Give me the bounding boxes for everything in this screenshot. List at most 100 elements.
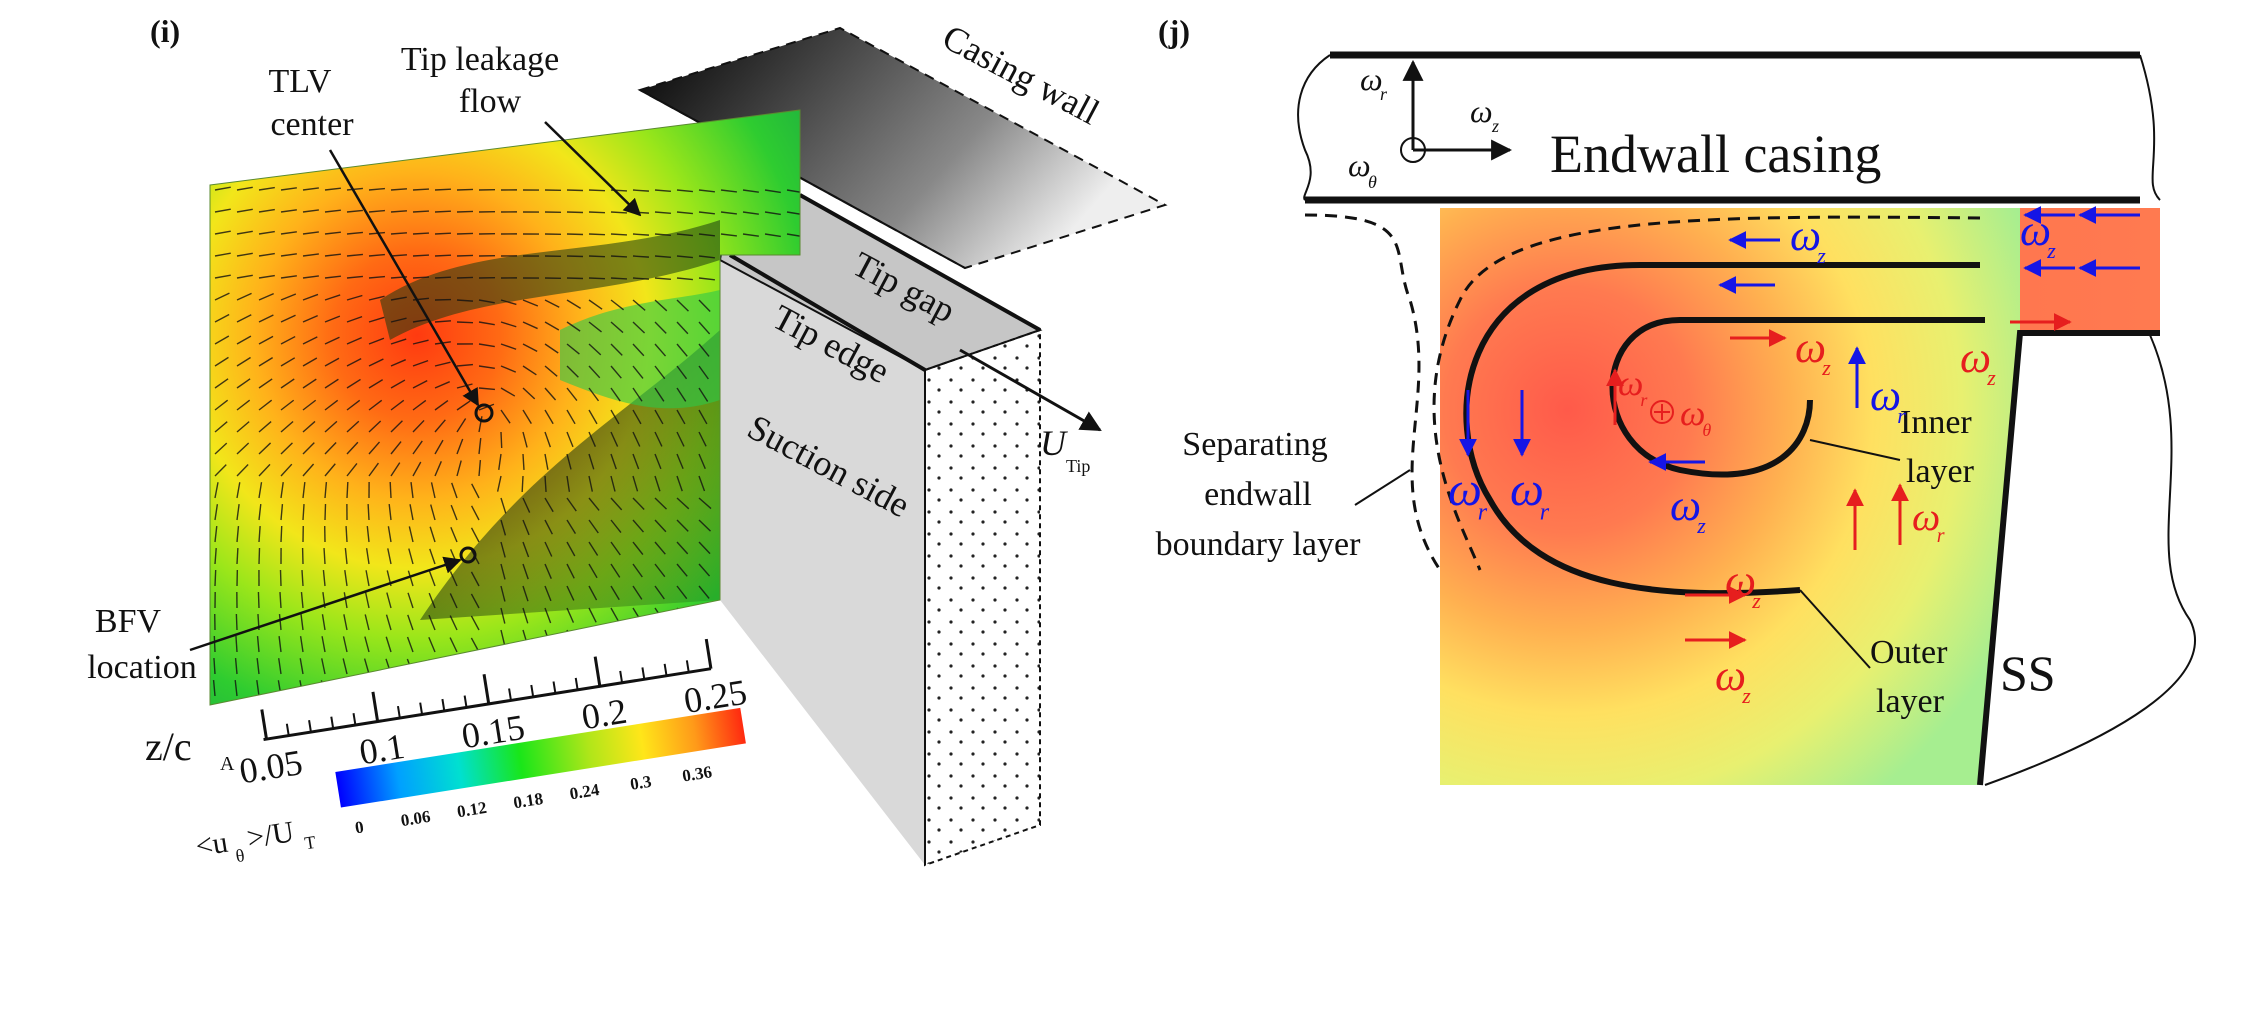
- velocity-vector: [478, 343, 495, 348]
- omega-subscript: z: [2046, 238, 2056, 263]
- velocity-vector: [302, 253, 319, 257]
- velocity-vector: [258, 293, 274, 301]
- velocity-vector: [214, 482, 219, 499]
- velocity-vector: [278, 658, 282, 675]
- velocity-vector: [522, 585, 529, 602]
- velocity-vector: [566, 409, 576, 425]
- right-panel: (j) Endwall casing ω r ω z ω θ SS Sep: [1156, 13, 2196, 786]
- velocity-vector: [500, 409, 511, 424]
- velocity-vector: [654, 409, 664, 425]
- velocity-vector: [698, 365, 709, 380]
- velocity-vector: [324, 294, 341, 301]
- velocity-vector: [632, 563, 643, 578]
- velocity-vector: [324, 463, 336, 477]
- bfv-label-line1: BFV: [95, 603, 162, 640]
- velocity-vector: [449, 681, 458, 697]
- velocity-vector: [698, 651, 709, 666]
- velocity-vector: [544, 563, 552, 579]
- velocity-vector: [610, 211, 628, 214]
- z-axis-minor-tick: [308, 720, 312, 733]
- velocity-vector: [412, 461, 422, 477]
- separating-leader-line: [1354, 469, 1411, 506]
- z-axis-minor-tick: [330, 716, 335, 729]
- velocity-vector: [302, 231, 319, 235]
- velocity-vector: [346, 463, 358, 477]
- ss-label: SS: [2000, 645, 2056, 701]
- velocity-vector: [496, 475, 502, 492]
- velocity-vector: [368, 295, 385, 301]
- velocity-vector: [566, 453, 572, 470]
- velocity-vector: [632, 695, 641, 705]
- velocity-vector: [522, 673, 529, 690]
- velocity-vector: [430, 504, 436, 521]
- velocity-vector: [366, 526, 370, 543]
- velocity-vector: [456, 210, 474, 213]
- velocity-vector: [390, 441, 402, 455]
- z-axis-minor-tick: [352, 713, 357, 726]
- velocity-vector: [387, 526, 392, 543]
- blade-right-edge: [1984, 334, 2196, 786]
- velocity-vector: [428, 592, 436, 609]
- casing-right-edge: [2139, 54, 2161, 201]
- velocity-vector: [429, 548, 436, 565]
- velocity-vector: [385, 636, 392, 653]
- velocity-vector: [588, 189, 606, 192]
- velocity-vector: [324, 357, 340, 367]
- velocity-vector: [786, 189, 800, 194]
- velocity-vector: [676, 497, 690, 510]
- velocity-vector: [258, 335, 274, 345]
- velocity-vector: [365, 548, 370, 565]
- velocity-vector: [566, 299, 582, 309]
- z-axis-minor-tick: [619, 670, 624, 683]
- velocity-vector: [588, 519, 599, 534]
- velocity-vector: [324, 275, 341, 279]
- velocity-vector: [213, 657, 216, 675]
- velocity-vector: [610, 453, 617, 470]
- velocity-vector: [302, 378, 317, 389]
- velocity-vector: [610, 343, 623, 356]
- colorbar-title: <u θ >/U T: [193, 815, 317, 866]
- velocity-vector: [321, 614, 326, 631]
- velocity-vector: [544, 387, 557, 401]
- velocity-vector: [500, 343, 517, 350]
- velocity-vector: [368, 209, 385, 213]
- velocity-vector: [236, 526, 240, 543]
- velocity-vector: [698, 387, 709, 402]
- velocity-vector: [470, 615, 480, 631]
- velocity-vector: [434, 381, 450, 389]
- velocity-vector: [698, 607, 710, 622]
- velocity-vector: [522, 519, 530, 536]
- colorbar-title-sub2: T: [303, 832, 317, 853]
- velocity-vector: [342, 680, 348, 697]
- velocity-vector: [412, 399, 427, 411]
- velocity-vector: [544, 541, 553, 557]
- velocity-vector: [235, 635, 238, 653]
- velocity-vector: [236, 504, 240, 521]
- colorbar-title-b: >/U: [245, 815, 297, 855]
- inner-layer-label-1: Inner: [1900, 404, 1972, 441]
- velocity-vector: [214, 186, 231, 191]
- outer-layer-label-1: Outer: [1870, 634, 1948, 671]
- velocity-vector: [302, 357, 318, 367]
- omega-label: ω: [1870, 371, 1901, 420]
- z-axis-minor-tick: [285, 723, 290, 736]
- velocity-vector: [544, 673, 551, 690]
- velocity-vector: [364, 592, 370, 609]
- velocity-vector: [654, 343, 667, 357]
- endwall-casing-label: Endwall casing: [1550, 124, 1881, 184]
- colorbar-tick-label: 0.12: [456, 798, 488, 821]
- velocity-vector: [389, 481, 392, 499]
- z-axis-tick: [371, 691, 380, 722]
- velocity-vector: [698, 431, 707, 447]
- velocity-vector: [258, 463, 271, 477]
- omega-label: ω: [1960, 333, 1991, 382]
- velocity-vector: [610, 365, 622, 379]
- velocity-vector: [522, 365, 537, 376]
- velocity-vector: [676, 629, 687, 644]
- velocity-vector: [214, 230, 231, 235]
- velocity-vector: [390, 232, 408, 235]
- velocity-vector: [434, 276, 452, 279]
- velocity-vector: [786, 695, 798, 705]
- velocity-vector: [214, 504, 219, 521]
